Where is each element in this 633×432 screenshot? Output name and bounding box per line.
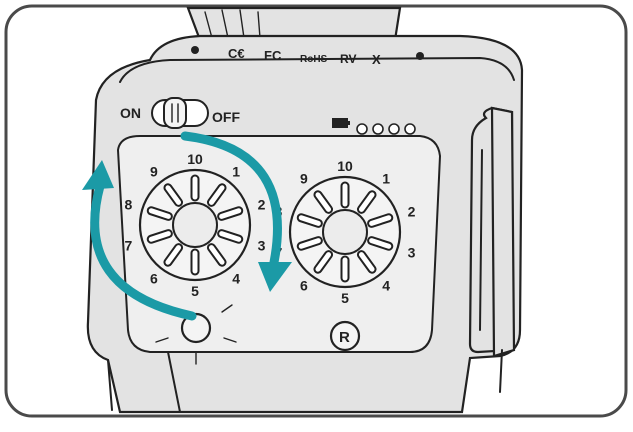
reset-button[interactable]: R — [329, 320, 361, 352]
dial-slot-inner — [315, 192, 332, 212]
power-switch[interactable]: ON OFF — [120, 97, 240, 129]
dial-slot-inner — [219, 208, 242, 219]
side-clip — [468, 106, 516, 393]
dial-left-center — [172, 202, 218, 248]
dial-number: 9 — [150, 164, 158, 180]
dial-number: 7 — [125, 237, 133, 253]
dial-slot-inner — [298, 215, 321, 226]
dial-number: 10 — [187, 151, 203, 167]
top-face-edge — [119, 57, 515, 83]
rotate-arrow-clockwise — [180, 131, 282, 277]
cert-mark-rohs: RoHS — [300, 54, 328, 65]
dial-number: 2 — [408, 204, 416, 220]
reset-button-label: R — [339, 329, 350, 346]
dial-left[interactable]: 10 1 2 3 4 5 6 7 8 9 — [125, 151, 266, 299]
dial-slot-inner — [208, 245, 225, 265]
led-indicator — [372, 123, 384, 135]
dial-slot-inner — [298, 238, 321, 249]
dial-number: 5 — [191, 283, 199, 299]
battery-icon — [332, 118, 350, 128]
rotate-arrowhead-clockwise — [258, 262, 292, 292]
dial-number: 10 — [337, 158, 353, 174]
led-indicator — [356, 123, 368, 135]
indicator-row — [332, 118, 416, 135]
dial-number: 9 — [300, 171, 308, 187]
dial-slot-inner — [165, 245, 182, 265]
rotate-arrow-counterclockwise — [90, 181, 197, 321]
dial-number: 3 — [258, 237, 266, 253]
led-indicator — [404, 123, 416, 135]
dial-slot-inner — [358, 192, 375, 212]
dial-number: 3 — [408, 244, 416, 260]
dial-slot-inner — [358, 252, 375, 272]
cert-mark-ce: C€ — [228, 46, 245, 61]
dial-slot-inner — [165, 185, 182, 205]
dial-number: 5 — [341, 290, 349, 306]
dial-number: 8 — [125, 197, 133, 213]
dial-number: 6 — [300, 277, 308, 293]
dial-number: 4 — [232, 270, 240, 286]
switch-on-label: ON — [120, 105, 141, 121]
dial-number: 1 — [382, 171, 390, 187]
dial-slot-inner — [369, 238, 392, 249]
dial-number: 1 — [232, 164, 240, 180]
dial-number: 6 — [150, 270, 158, 286]
dial-slot-inner — [369, 215, 392, 226]
dial-number: 2 — [258, 197, 266, 213]
rotate-arrows-icon — [82, 131, 292, 321]
dial-right-center — [322, 209, 368, 255]
body-lower-left-edge — [107, 359, 113, 411]
cert-mark-rv: RV — [340, 52, 356, 66]
dial-slot-inner — [148, 231, 171, 242]
switch-knob[interactable] — [163, 97, 187, 129]
cert-mark-fc: FC — [264, 48, 282, 63]
dial-slot-inner — [219, 231, 242, 242]
certification-marks: C€ FC RoHS RV X — [191, 46, 424, 67]
rotate-arrowhead-counterclockwise — [82, 160, 114, 190]
dial-slot-inner — [148, 208, 171, 219]
dial-number: 4 — [382, 277, 390, 293]
dial-slot-inner — [315, 252, 332, 272]
switch-off-label: OFF — [212, 109, 240, 125]
led-indicator — [388, 123, 400, 135]
cert-mark-x: X — [372, 52, 381, 67]
body-lower-crease — [167, 351, 181, 413]
dial-slot-inner — [208, 185, 225, 205]
